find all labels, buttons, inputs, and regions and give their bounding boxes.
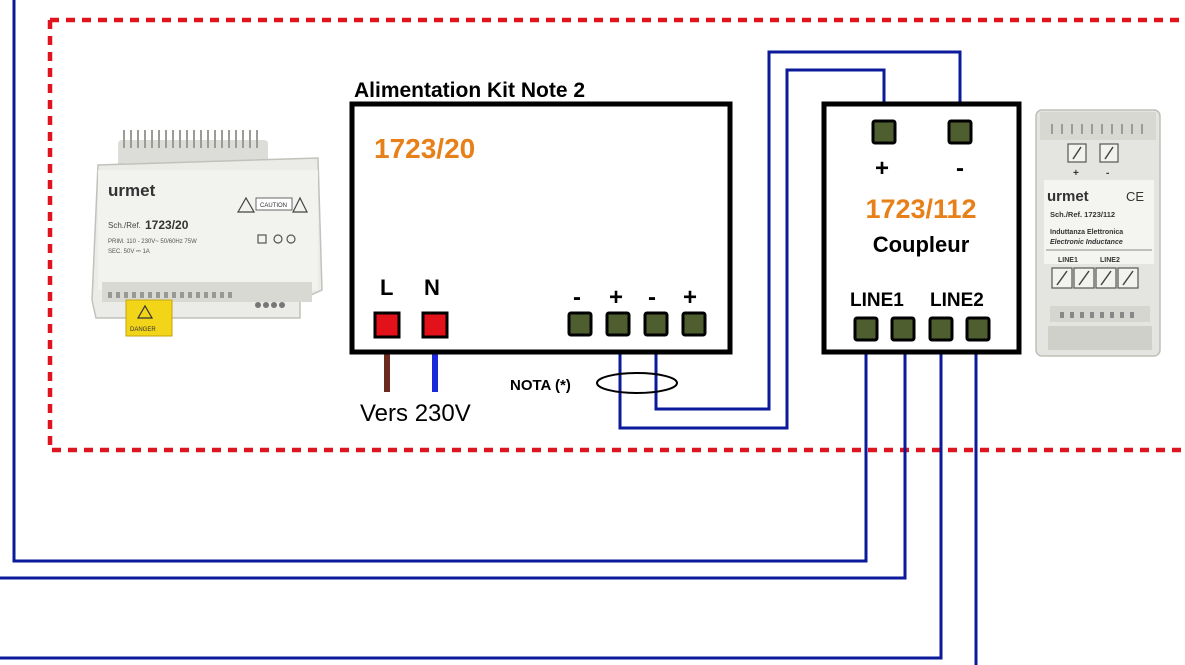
terminal-L-label: L [380, 275, 393, 300]
power-supply-photo: urmet Sch./Ref. 1723/20 PRIM. 110 - 230V… [91, 130, 323, 337]
terminal-N-label: N [424, 275, 440, 300]
wire-line2-a [0, 338, 943, 660]
dc-terminal-label-2: + [609, 284, 623, 311]
svg-text:+: + [1073, 168, 1079, 179]
coupler-minus-label: - [956, 155, 964, 182]
dc-terminal-2 [605, 311, 631, 337]
svg-text:CE: CE [1126, 189, 1144, 204]
terminal-L [373, 311, 401, 339]
svg-text:1723/20: 1723/20 [145, 218, 189, 232]
dashed-enclosure [47, 17, 1185, 453]
power-supply-code: 1723/20 [374, 133, 475, 164]
wire-line1-a [12, 0, 868, 563]
svg-text:Electronic Inductance: Electronic Inductance [1050, 239, 1123, 246]
svg-text:CAUTION: CAUTION [260, 203, 287, 209]
svg-text:LINE2: LINE2 [1100, 257, 1120, 264]
svg-text:-: - [1106, 168, 1109, 179]
svg-text:Sch./Ref.: Sch./Ref. [108, 221, 141, 230]
coupler-terminal-line1-a [853, 316, 879, 342]
nota-ellipse [596, 372, 678, 394]
coupler-terminal-line2-a [928, 316, 954, 342]
svg-text:SEC. 50V ⎓ 1A: SEC. 50V ⎓ 1A [108, 249, 150, 255]
dc-terminal-3 [643, 311, 669, 337]
power-supply-title: Alimentation Kit Note 2 [354, 79, 585, 102]
dc-terminal-label-1: - [573, 284, 581, 311]
dc-terminal-label-3: - [648, 284, 656, 311]
wire-plus [618, 68, 886, 430]
coupler-terminal-line1-b [890, 316, 916, 342]
dc-terminal-1 [567, 311, 593, 337]
coupler-terminal-line2-b [965, 316, 991, 342]
svg-text:Induttanza Elettronica: Induttanza Elettronica [1050, 229, 1123, 236]
svg-text:Sch./Ref. 1723/112: Sch./Ref. 1723/112 [1050, 210, 1115, 219]
svg-text:LINE1: LINE1 [1058, 257, 1078, 264]
coupler-line1-label: LINE1 [850, 290, 904, 311]
wire-line1-b [0, 338, 907, 580]
power-supply-module: Alimentation Kit Note 2 1723/20 L N - + … [349, 79, 733, 355]
coupler-photo: + - urmet CE Sch./Ref. 1723/112 Induttan… [1035, 109, 1161, 357]
coupler-line2-label: LINE2 [930, 290, 984, 311]
nota-label: NOTA (*) [510, 377, 571, 394]
coupler-code: 1723/112 [865, 194, 976, 224]
svg-text:urmet: urmet [108, 181, 156, 200]
coupler-plus-label: + [875, 155, 889, 182]
dc-terminal-4 [681, 311, 707, 337]
terminal-N [421, 311, 449, 339]
svg-text:PRIM. 110 - 230V~ 50/60Hz 75W: PRIM. 110 - 230V~ 50/60Hz 75W [108, 239, 197, 245]
dc-terminal-label-4: + [683, 284, 697, 311]
coupler-terminal-minus [947, 119, 973, 145]
svg-text:DANGER: DANGER [130, 327, 156, 333]
wires [0, 0, 978, 665]
coupler-module: + - 1723/112 Coupleur LINE1 LINE2 [821, 101, 1022, 355]
mains-label: Vers 230V [360, 400, 471, 427]
coupler-name: Coupleur [873, 232, 970, 257]
wire-minus [654, 50, 962, 411]
coupler-terminal-plus [871, 119, 897, 145]
svg-text:urmet: urmet [1047, 188, 1089, 205]
